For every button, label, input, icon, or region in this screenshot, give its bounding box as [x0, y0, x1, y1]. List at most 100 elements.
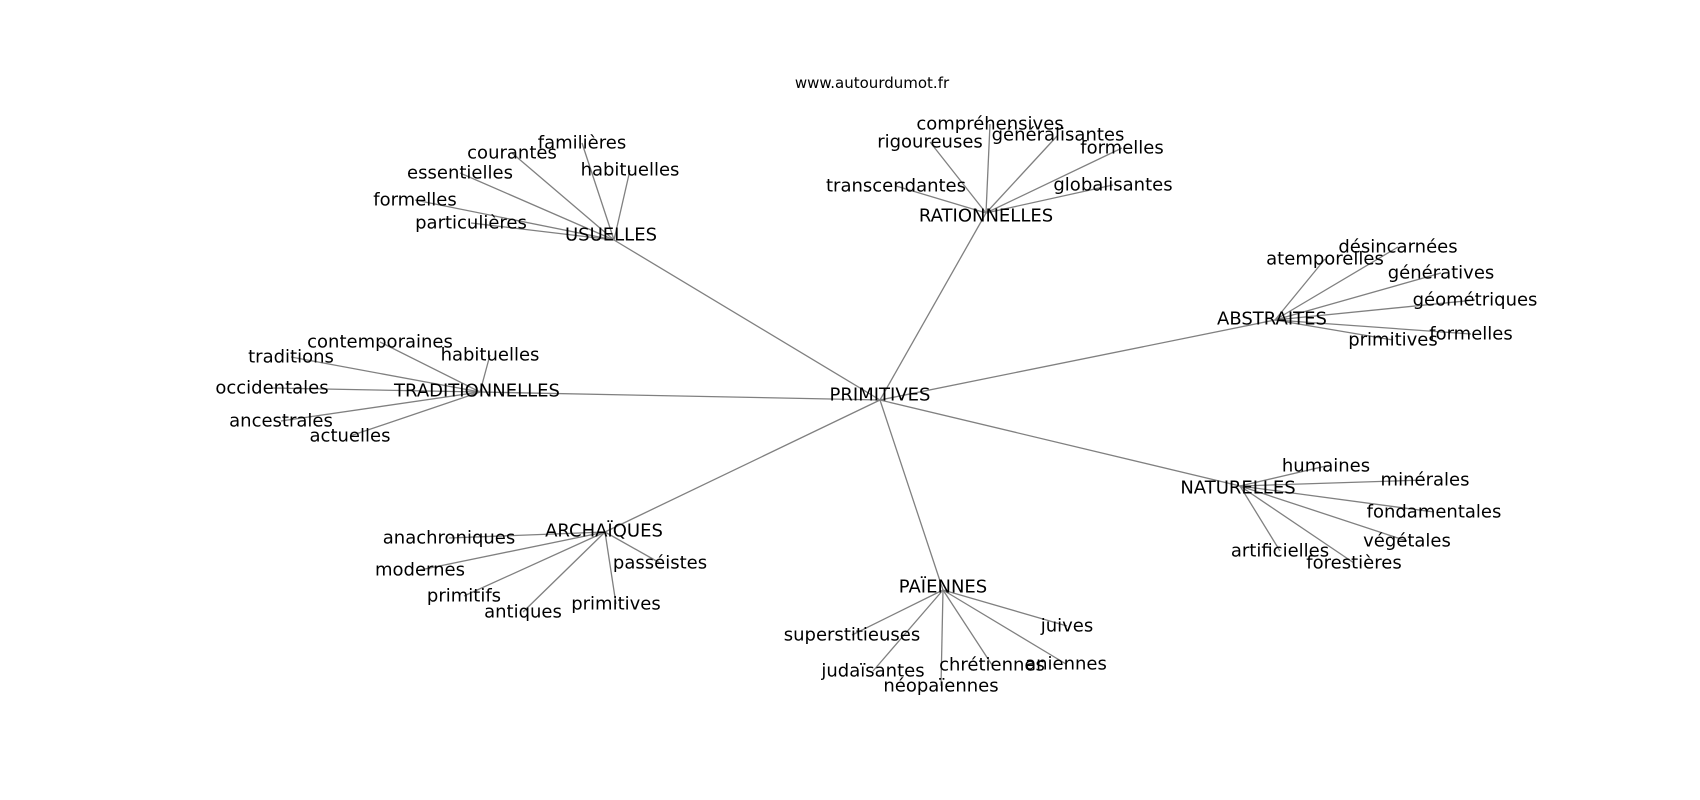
- leaf-node-label: habituelles: [581, 160, 680, 181]
- leaf-node-label: néopaïennes: [883, 676, 998, 697]
- word-edge: [613, 169, 631, 241]
- hub-node-label: ABSTRAITES: [1217, 309, 1327, 330]
- graph-labels: www.autourdumot.fr USUELLES familièrescou…: [215, 74, 1537, 697]
- root-edge: [879, 399, 1241, 487]
- leaf-node-label: globalisantes: [1053, 175, 1172, 196]
- word-edge: [985, 184, 1114, 214]
- leaf-node-label: minérales: [1381, 470, 1470, 491]
- leaf-node-label: géométriques: [1413, 290, 1538, 311]
- leaf-node-label: végétales: [1363, 531, 1451, 552]
- word-edge: [349, 391, 481, 437]
- word-edge: [290, 356, 481, 393]
- leaf-node-label: artificielles: [1231, 541, 1329, 562]
- leaf-node-label: familières: [538, 133, 626, 154]
- word-edge: [522, 531, 606, 613]
- leaf-node-label: habituelles: [441, 345, 540, 366]
- word-edge: [942, 589, 1067, 665]
- leaf-node-label: anachroniques: [383, 528, 516, 549]
- word-edge: [895, 185, 987, 214]
- word-edge: [419, 531, 606, 571]
- word-edge: [1274, 319, 1394, 341]
- word-edge: [942, 589, 1068, 627]
- root-edge: [479, 391, 881, 401]
- word-edge: [459, 172, 615, 241]
- word-edge: [1239, 465, 1327, 487]
- word-edge: [1274, 319, 1472, 335]
- word-edge: [581, 142, 615, 241]
- word-edge: [1239, 479, 1426, 487]
- leaf-node-label: juives: [1040, 616, 1094, 637]
- root-edge: [879, 212, 987, 401]
- word-edge: [1239, 485, 1355, 564]
- hub-node-label: NATURELLES: [1180, 478, 1295, 499]
- word-edge: [271, 387, 481, 393]
- hub-node-label: ARCHAÏQUES: [545, 521, 663, 542]
- leaf-node-label: particulières: [415, 213, 527, 234]
- leaf-node-label: primitives: [1348, 330, 1438, 351]
- hub-node-label: RATIONNELLES: [919, 206, 1053, 227]
- hub-node-label: TRADITIONNELLES: [393, 381, 560, 402]
- leaf-node-label: chrétiennes: [939, 655, 1045, 676]
- word-edge: [851, 589, 944, 636]
- leaf-node-label: généralisantes: [992, 125, 1125, 146]
- root-edge: [879, 399, 944, 591]
- leaf-node-label: formelles: [1429, 324, 1513, 345]
- leaf-node-label: occidentales: [215, 378, 328, 399]
- leaf-node-label: compréhensives: [916, 114, 1063, 135]
- leaf-node-label: désincarnées: [1338, 237, 1457, 258]
- root-edge: [879, 319, 1276, 401]
- leaf-node-label: antiques: [484, 602, 562, 623]
- word-edge: [1239, 485, 1435, 513]
- word-edge: [942, 589, 993, 666]
- leaf-node-label: forestières: [1306, 553, 1401, 574]
- word-edge: [929, 141, 987, 214]
- leaf-node-label: humaines: [1282, 456, 1370, 477]
- word-edge: [511, 152, 615, 241]
- word-edge: [280, 391, 481, 422]
- leaf-node-label: transcendantes: [826, 176, 966, 197]
- word-edge: [985, 134, 1059, 214]
- root-edge: [613, 239, 881, 401]
- word-edge: [1274, 299, 1476, 321]
- hub-node-label: PAÏENNES: [899, 577, 987, 598]
- word-edge: [1239, 485, 1281, 552]
- word-edge: [940, 589, 944, 687]
- leaf-node-label: ancestrales: [229, 411, 333, 432]
- leaf-node-label: passéistes: [613, 553, 707, 574]
- leaf-node-label: formelles: [1080, 138, 1164, 159]
- leaf-node-label: aniennes: [1025, 654, 1107, 675]
- word-edge: [1239, 485, 1408, 542]
- leaf-node-label: primitifs: [427, 586, 501, 607]
- word-edge: [414, 199, 615, 241]
- leaf-node-label: modernes: [375, 560, 465, 581]
- hub-node-label: USUELLES: [565, 225, 657, 246]
- word-edge: [448, 531, 606, 539]
- word-edge: [604, 531, 617, 605]
- word-edge: [985, 147, 1123, 214]
- leaf-node-label: courantes: [467, 143, 557, 164]
- word-edge: [379, 341, 481, 393]
- leaf-node-label: superstitieuses: [784, 625, 921, 646]
- word-edge: [463, 531, 606, 597]
- leaf-node-label: judaïsantes: [820, 661, 924, 682]
- leaf-node-label: fondamentales: [1367, 502, 1502, 523]
- word-edge: [1274, 272, 1442, 321]
- leaf-node-label: essentielles: [407, 163, 513, 184]
- leaf-node-label: rigoureuses: [877, 132, 983, 153]
- site-watermark: www.autourdumot.fr: [795, 74, 950, 92]
- root-node-label: PRIMITIVES: [830, 385, 931, 406]
- word-edge: [604, 531, 661, 564]
- word-edge: [1274, 258, 1326, 321]
- root-edge: [604, 399, 881, 533]
- leaf-node-label: atemporelles: [1266, 249, 1384, 270]
- leaf-node-label: actuelles: [310, 426, 391, 447]
- word-edge: [479, 354, 491, 393]
- word-edge: [985, 123, 991, 214]
- leaf-node-label: contemporaines: [307, 332, 453, 353]
- graph-edges: [271, 123, 1476, 687]
- word-edge: [872, 589, 944, 672]
- word-edge: [1274, 246, 1399, 321]
- leaf-node-label: formelles: [373, 190, 457, 211]
- leaf-node-label: traditions: [248, 347, 334, 368]
